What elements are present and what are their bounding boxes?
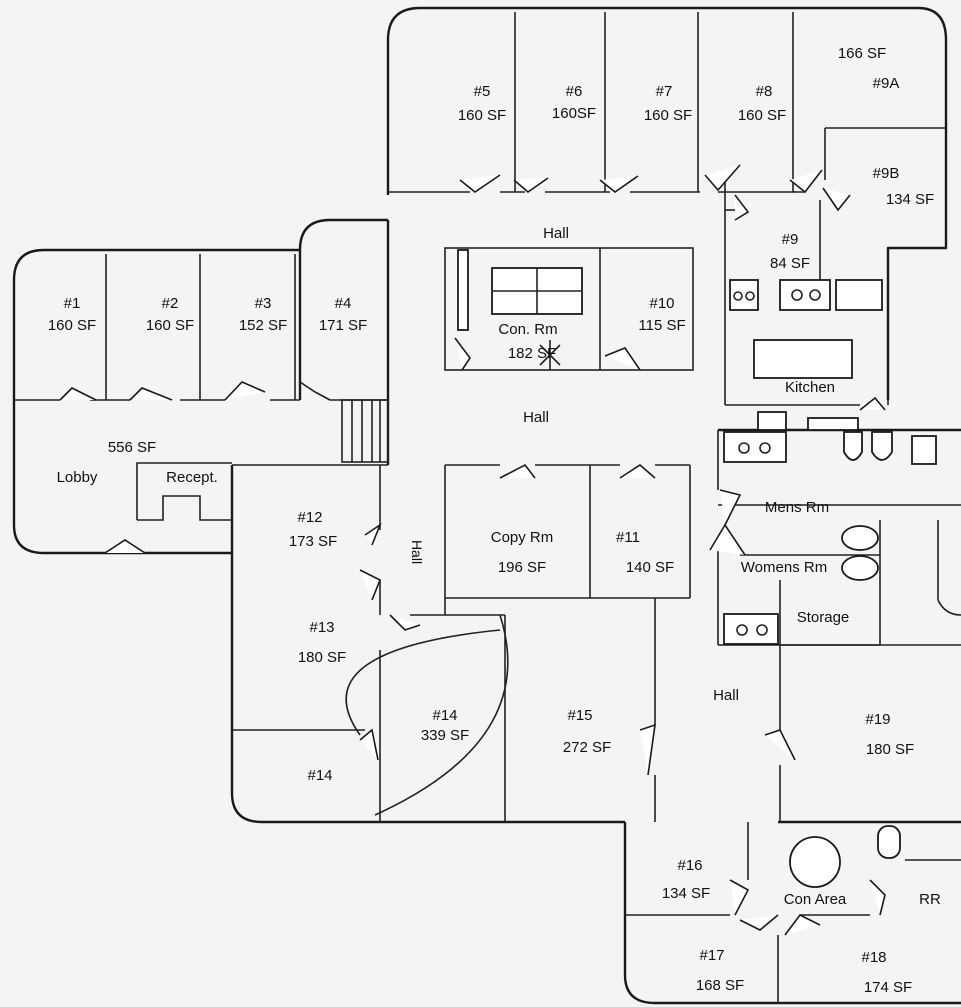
room-7-area: 160 SF: [644, 107, 692, 124]
room-19-area: 180 SF: [866, 741, 914, 758]
room-10-name: #10: [649, 295, 674, 312]
room-2-name: #2: [162, 295, 179, 312]
outer-walls: [12, 6, 961, 1005]
room-19-name: #19: [865, 711, 890, 728]
room-18-area: 174 SF: [864, 979, 912, 996]
kitchen-sink-icon: [779, 279, 831, 311]
room-15-area: 272 SF: [563, 739, 611, 756]
room-1-area: 160 SF: [48, 317, 96, 334]
room-9b-area: 134 SF: [886, 191, 934, 208]
toilet-icon: [871, 431, 893, 461]
room-5-area: 160 SF: [458, 107, 506, 124]
copy-rm-name: Copy Rm: [491, 529, 554, 546]
room-6-area: 160SF: [552, 105, 596, 122]
room-17-area: 168 SF: [696, 977, 744, 994]
storage-name: Storage: [797, 609, 850, 626]
room-3-name: #3: [255, 295, 272, 312]
mens-sink-icon: [723, 431, 787, 463]
room-1-name: #1: [64, 295, 81, 312]
interior-walls: [14, 12, 961, 1003]
room-8-name: #8: [756, 83, 773, 100]
room-15-name: #15: [567, 707, 592, 724]
hall-label: Hall: [409, 540, 425, 564]
round-table-icon: [789, 836, 841, 888]
room-13-name: #13: [309, 619, 334, 636]
womens-rm-name: Womens Rm: [741, 559, 827, 576]
room-4-name: #4: [335, 295, 352, 312]
room-16-area: 134 SF: [662, 885, 710, 902]
room-11-area: 140 SF: [626, 559, 674, 576]
room-5-name: #5: [474, 83, 491, 100]
room-9b-name: #9B: [873, 165, 900, 182]
fixtures: [345, 279, 937, 888]
urinal-icon: [757, 411, 787, 431]
room-8-area: 160 SF: [738, 107, 786, 124]
room-4-area: 171 SF: [319, 317, 367, 334]
room-17-name: #17: [699, 947, 724, 964]
room-10-area: 115 SF: [638, 317, 685, 334]
room-9a-name: #9A: [873, 75, 900, 92]
toilet-icon: [843, 431, 863, 461]
room-16-name: #16: [677, 857, 702, 874]
room-13-area: 180 SF: [298, 649, 346, 666]
room-9-area: 84 SF: [770, 255, 810, 272]
room-2-area: 160 SF: [146, 317, 194, 334]
kitchen-name: Kitchen: [785, 379, 835, 396]
room-9-name: #9: [782, 231, 799, 248]
counter-icon: [835, 279, 883, 311]
toilet-icon: [841, 525, 879, 551]
room-12-name: #12: [297, 509, 322, 526]
toilet-icon: [911, 435, 937, 465]
room-14-name: #14: [432, 707, 457, 724]
rr-name: RR: [919, 891, 941, 908]
hall-label: Hall: [523, 409, 549, 426]
copy-rm-area: 196 SF: [498, 559, 546, 576]
kitchen-island-icon: [753, 339, 853, 379]
hall-label: Hall: [713, 687, 739, 704]
recept-name: Recept.: [166, 469, 218, 486]
room-6-name: #6: [566, 83, 583, 100]
fan-icon: [539, 340, 561, 370]
room-11-name: #11: [616, 529, 640, 546]
hall-label: Hall: [543, 225, 569, 242]
doors: [59, 164, 886, 936]
room-18-name: #18: [861, 949, 886, 966]
storage-sink-icon: [723, 613, 779, 645]
lobby-area: 556 SF: [108, 439, 156, 456]
lobby-name: Lobby: [57, 469, 98, 486]
room-9a-area: 166 SF: [838, 45, 886, 62]
room-14-small-name: #14: [307, 767, 332, 784]
con-area-name: Con Area: [784, 891, 847, 908]
con-rm-name: Con. Rm: [498, 321, 557, 338]
con-rm-area: 182 SF: [508, 345, 556, 362]
room-12-area: 173 SF: [289, 533, 337, 550]
toilet-icon: [841, 555, 879, 581]
room-3-area: 152 SF: [239, 317, 287, 334]
room-labels: #1 160 SF #2 160 SF #3 152 SF #4 171 SF …: [48, 45, 941, 996]
room-7-name: #7: [656, 83, 673, 100]
room-14-area: 339 SF: [421, 727, 469, 744]
mens-rm-name: Mens Rm: [765, 499, 829, 516]
